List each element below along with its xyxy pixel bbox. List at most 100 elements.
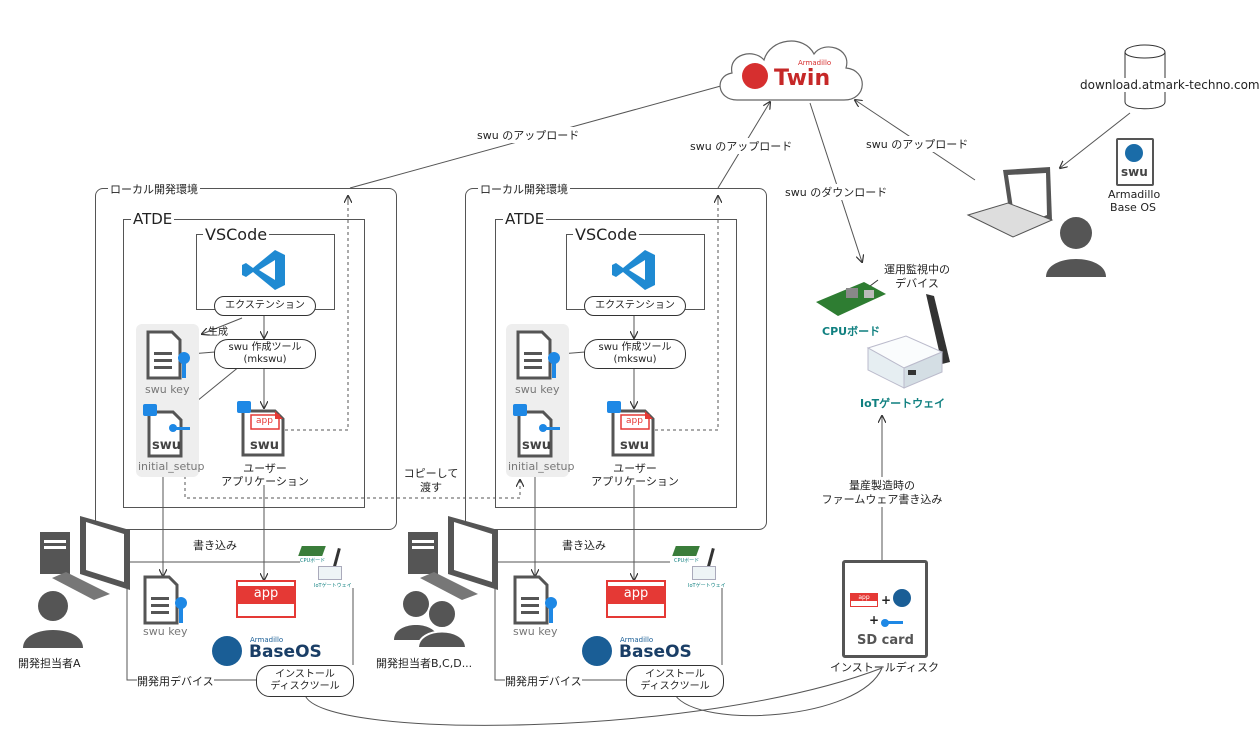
user-app-caption-2b: アプリケーション [591, 475, 679, 488]
vscode-icon [242, 250, 285, 290]
server-host: download.atmark-techno.com [1080, 78, 1260, 92]
upload-label-right: swu のアップロード [866, 136, 969, 152]
atde-box-2 [495, 219, 737, 508]
sd-plus-1: + [881, 593, 892, 607]
dev-swu-key-icon [513, 575, 557, 625]
server-caption-1: Armadillo [1108, 188, 1161, 201]
baseos-title-2: BaseOS [619, 642, 692, 662]
dev-app-label-2: app [608, 586, 664, 604]
extension-pill-1[interactable]: エクステンション [214, 296, 316, 316]
sd-card-label: SD card [857, 633, 914, 648]
install-disk-tool-pill-1[interactable]: インストール ディスクツール [256, 665, 354, 697]
server-caption-2: Base OS [1110, 201, 1156, 214]
upload-label-mid: swu のアップロード [690, 138, 793, 154]
write-label-1: 書き込み [193, 539, 237, 552]
laptop-icon [966, 167, 1054, 238]
mkswu-pill-2[interactable]: swu 作成ツール (mkswu) [584, 339, 686, 369]
twin-logo-icon [742, 63, 768, 89]
developer-a-label: 開発担当者A [18, 657, 81, 670]
dev-device-label-1: 開発用デバイス [137, 673, 214, 689]
developer-a-icon [23, 591, 83, 648]
baseos-mini-icon [1125, 144, 1143, 162]
mini-cpu-label-1: CPUボード [300, 558, 326, 564]
atde-title-2: ATDE [503, 210, 547, 228]
mkswu-label-2a: swu 作成ツール [598, 342, 672, 353]
mini-gw-label-1: IoTゲートウェイ [314, 583, 352, 589]
upload-label-left: swu のアップロード [477, 127, 580, 143]
sd-plus-2: + [869, 613, 880, 627]
initial-setup-file-icon [143, 404, 190, 458]
extension-pill-2[interactable]: エクステンション [584, 296, 686, 316]
mkswu-label-1a: swu 作成ツール [228, 342, 302, 353]
mass-production-label-2: ファームウェア書き込み [812, 491, 952, 507]
cpu-board-label: CPUボード [822, 325, 881, 338]
initial-setup-label-2: initial_setup [508, 460, 575, 473]
user-app-app-2: app [626, 416, 643, 426]
local-dev-env-box-1 [95, 188, 397, 530]
write-label-2: 書き込み [562, 539, 606, 552]
dev-swu-key-label-2: swu key [513, 625, 558, 638]
mkswu-label-2b: (mkswu) [613, 354, 657, 365]
baseos-small-2: Armadillo [620, 636, 654, 644]
install-tool-2b: ディスクツール [640, 681, 710, 692]
copy-label-1: コピーして [403, 467, 459, 480]
user-app-swu-2: swu [620, 438, 650, 453]
sd-baseos-icon [893, 589, 911, 607]
server-swu-label: swu [1121, 165, 1148, 179]
mkswu-label-1b: (mkswu) [243, 354, 287, 365]
sd-card-icon: app + + SD card [842, 560, 928, 658]
atde-box-1 [123, 219, 365, 508]
vscode-title-1: VSCode [203, 225, 270, 244]
swu-key-label-1: swu key [145, 383, 190, 396]
mini-gw-label-2: IoTゲートウェイ [688, 583, 726, 589]
install-disk-tool-pill-2[interactable]: インストール ディスクツール [626, 665, 724, 697]
mass-production-label-1: 量産製造時の [812, 477, 952, 493]
user-app-swu-1: swu [250, 438, 280, 453]
swu-key-file-icon [146, 330, 190, 380]
vscode-icon [612, 250, 655, 290]
swu-key-label-2: swu key [515, 383, 560, 396]
sd-key-shaft [887, 621, 903, 624]
user-app-swu-icon [237, 401, 285, 457]
dev-pc-icon [40, 516, 130, 600]
server-swu-file-icon: swu [1116, 138, 1154, 186]
baseos-logo-icon [582, 636, 612, 666]
install-tool-1b: ディスクツール [270, 681, 340, 692]
baseos-small-1: Armadillo [250, 636, 284, 644]
operating-label-2: デバイス [895, 277, 939, 290]
dev-swu-key-label-1: swu key [143, 625, 188, 638]
baseos-title-1: BaseOS [249, 642, 322, 662]
sd-app-label: app [851, 594, 877, 601]
iot-gateway-icon [866, 294, 950, 389]
twin-brand: Twin [774, 66, 831, 91]
user-app-swu-icon [607, 401, 655, 457]
vscode-title-2: VSCode [573, 225, 640, 244]
local-dev-env-box-2 [465, 188, 767, 530]
generate-label-1: 生成 [208, 327, 228, 338]
download-label: swu のダウンロード [785, 184, 888, 200]
mkswu-pill-1[interactable]: swu 作成ツール (mkswu) [214, 339, 316, 369]
dev-app-label-1: app [238, 586, 294, 604]
initial-setup-label-1: initial_setup [138, 460, 205, 473]
atde-title-1: ATDE [131, 210, 175, 228]
initial-setup-swu-1: swu [152, 438, 182, 453]
mini-gateway-icon [692, 566, 716, 580]
extension-label-1: エクステンション [225, 300, 305, 311]
armadillo-twin-cloud: Armadillo Twin [712, 28, 872, 108]
sd-key-icon [881, 619, 889, 627]
dev-app-icon: app [236, 580, 296, 618]
cpu-board-icon [816, 282, 886, 316]
sd-app-icon: app [850, 593, 878, 607]
mini-cpu-label-2: CPUボード [674, 558, 700, 564]
baseos-logo-icon [212, 636, 242, 666]
database-icon [1124, 44, 1166, 110]
install-tool-1a: インストール [275, 669, 335, 680]
user-app-app-1: app [256, 416, 273, 426]
swu-key-file-icon [516, 330, 560, 380]
install-tool-2a: インストール [645, 669, 705, 680]
dev-pc-icon [408, 516, 498, 600]
operating-label-1: 運用監視中の [884, 263, 950, 276]
mini-cpu-board-icon [298, 546, 326, 556]
iot-gateway-label: IoTゲートウェイ [860, 397, 946, 410]
mini-cpu-board-icon [672, 546, 700, 556]
